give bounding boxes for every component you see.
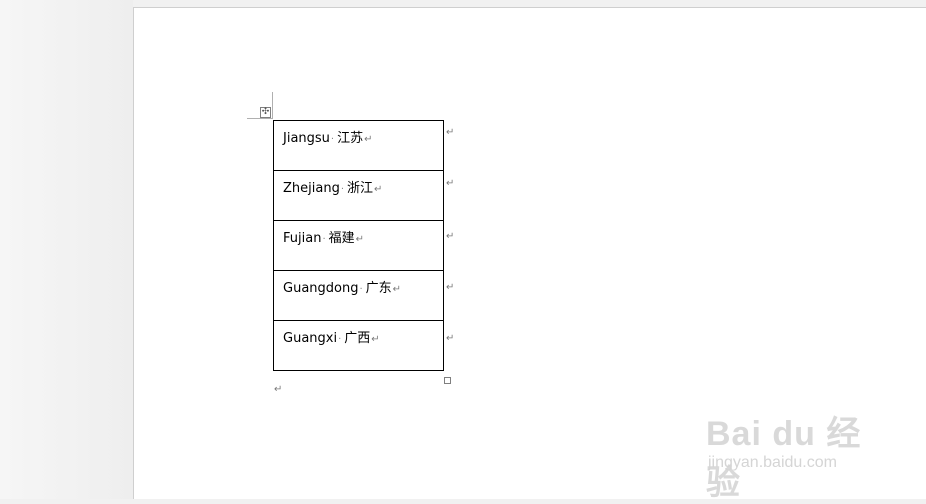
space-mark: · [330, 134, 335, 145]
space-mark: · [340, 184, 345, 195]
space-mark: · [359, 284, 363, 295]
cell-end-mark: ↵ [392, 284, 402, 295]
cell-end-mark: ↵ [355, 234, 365, 245]
left-gutter [0, 0, 133, 499]
province-en: Jiangsu [283, 131, 330, 146]
table-row: Guangdong·广东↵ [273, 270, 444, 321]
row-end-mark: ↵ [446, 178, 455, 189]
table-cell[interactable]: Fujian·福建↵ [273, 220, 444, 271]
table-cell[interactable]: Guangxi·广西↵ [273, 320, 444, 371]
cell-end-mark: ↵ [364, 134, 373, 145]
table-cell[interactable]: Zhejiang·浙江↵ [273, 170, 444, 221]
province-en: Guangdong [283, 281, 359, 296]
table-row: Guangxi·广西↵ [273, 320, 444, 371]
margin-corner-mark-horizontal [247, 118, 273, 119]
document-page[interactable] [133, 7, 926, 499]
table-move-handle-icon[interactable]: ✣ [260, 107, 271, 118]
province-zh: 江苏 [337, 131, 364, 146]
row-end-mark: ↵ [446, 333, 455, 344]
province-en: Fujian [283, 231, 322, 246]
row-end-mark: ↵ [446, 231, 455, 242]
table-row: Jiangsu·江苏↵ [273, 120, 444, 171]
paragraph-mark: ↵ [274, 384, 283, 395]
province-en: Zhejiang [283, 181, 340, 196]
cell-end-mark: ↵ [374, 184, 383, 195]
row-end-mark: ↵ [446, 127, 455, 138]
baidu-jingyan-watermark: Bai du 经验 jingyan.baidu.com [706, 400, 886, 502]
table-cell[interactable]: Jiangsu·江苏↵ [273, 120, 444, 171]
space-mark: · [338, 334, 342, 345]
table-cell[interactable]: Guangdong·广东↵ [273, 270, 444, 321]
table-row: Fujian·福建↵ [273, 220, 444, 271]
province-zh: 福建 [328, 231, 355, 246]
province-zh: 广西 [344, 331, 371, 346]
province-en: Guangxi [283, 331, 338, 346]
row-end-mark: ↵ [446, 282, 455, 293]
cell-end-mark: ↵ [371, 334, 380, 345]
province-zh: 广东 [365, 281, 392, 296]
watermark-logo-text: Bai du 经验 [706, 415, 862, 502]
margin-corner-mark-vertical [272, 92, 273, 119]
province-table[interactable]: Jiangsu·江苏↵ Zhejiang·浙江↵ Fujian·福建↵ Guan… [273, 120, 444, 371]
province-zh: 浙江 [347, 181, 374, 196]
table-resize-handle[interactable] [444, 377, 451, 384]
watermark-url: jingyan.baidu.com [708, 454, 837, 471]
table-row: Zhejiang·浙江↵ [273, 170, 444, 221]
space-mark: · [322, 234, 326, 245]
